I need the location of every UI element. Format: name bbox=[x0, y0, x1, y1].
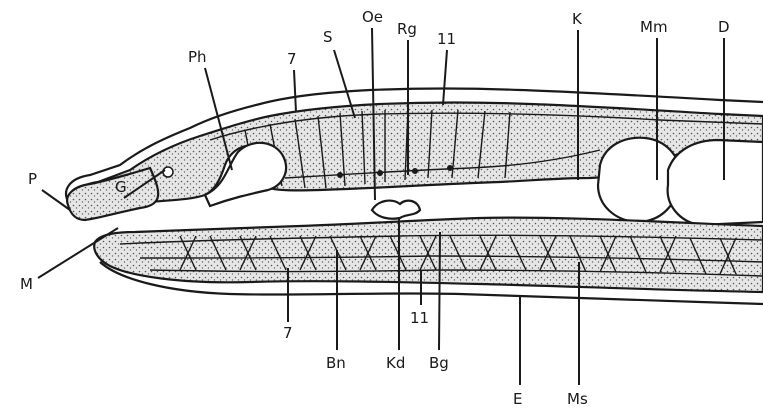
label-bg: Bg bbox=[429, 354, 449, 372]
label-rg: Rg bbox=[397, 20, 417, 38]
label-ms: Ms bbox=[567, 390, 588, 408]
label-e: E bbox=[513, 390, 522, 408]
label-g: G bbox=[115, 178, 127, 196]
label-11-bottom: 11 bbox=[410, 309, 429, 327]
gill-opening bbox=[372, 201, 420, 219]
label-7-top: 7 bbox=[287, 50, 297, 68]
label-11-top: 11 bbox=[437, 30, 456, 48]
label-k-top: K bbox=[572, 10, 583, 28]
label-7-bottom: 7 bbox=[283, 324, 293, 342]
label-ph: Ph bbox=[188, 48, 207, 66]
label-d: D bbox=[718, 18, 730, 36]
label-kd: Kd bbox=[386, 354, 405, 372]
body-cavities bbox=[598, 138, 763, 225]
label-m: M bbox=[20, 275, 33, 293]
label-mm: Mm bbox=[640, 18, 668, 36]
lower-body-wall bbox=[94, 218, 763, 304]
label-oe: Oe bbox=[362, 8, 383, 26]
label-s: S bbox=[323, 28, 333, 46]
label-bn: Bn bbox=[326, 354, 346, 372]
label-p: P bbox=[28, 170, 37, 188]
